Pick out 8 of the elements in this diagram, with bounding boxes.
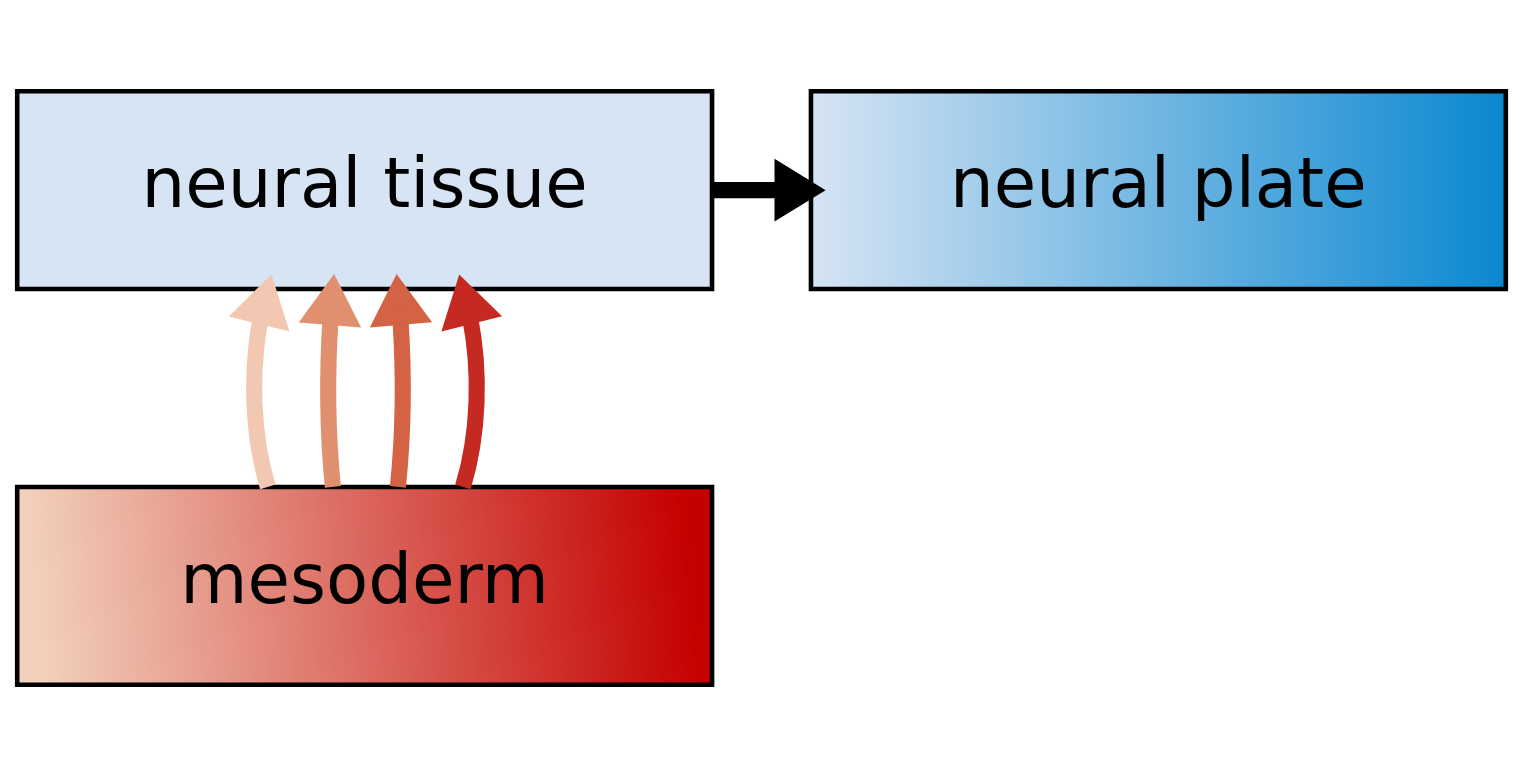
arrow xyxy=(369,273,433,488)
arrow xyxy=(712,158,826,221)
arrow xyxy=(228,273,290,489)
node-box: mesoderm xyxy=(14,484,715,687)
node-box: neural plate xyxy=(808,88,1509,291)
arrow xyxy=(298,273,362,488)
node-box: neural tissue xyxy=(14,88,715,291)
arrow xyxy=(441,273,503,489)
